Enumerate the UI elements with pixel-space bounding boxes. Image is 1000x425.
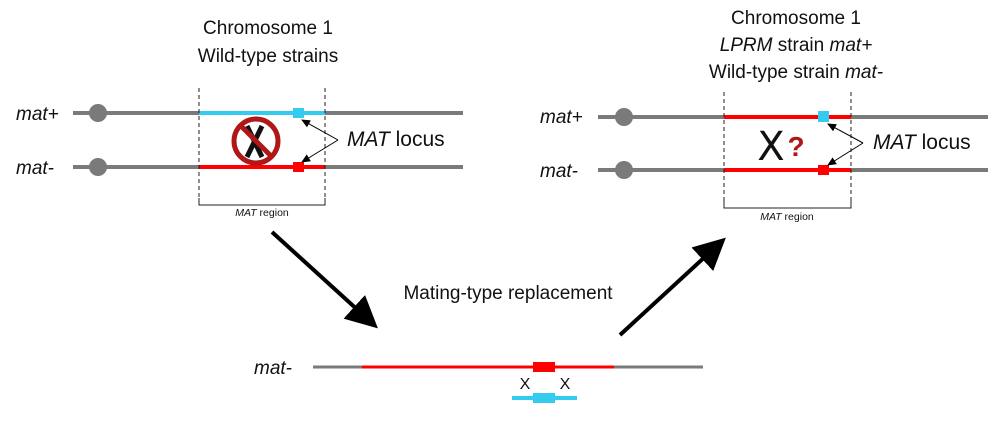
locus-pointer-arrow <box>827 123 864 144</box>
crossover-right-x: X <box>560 376 571 393</box>
mat-region-bracket <box>723 201 852 209</box>
replacement-panel: Mating-type replacement mat- X X <box>254 283 703 403</box>
right-title-line3: Wild-type strain mat- <box>709 62 883 83</box>
right-mat-region-label: MAT region <box>760 211 814 223</box>
mat-locus-mat-plus <box>818 111 829 122</box>
centromere-icon <box>89 158 107 176</box>
prohibit-slash <box>239 124 273 158</box>
mat-locus-mat-minus <box>533 362 555 372</box>
donor-fragment-mat-plus <box>512 393 577 403</box>
mat-locus-mat-minus <box>818 165 829 175</box>
left-mat-region-label: MAT region <box>235 207 289 219</box>
left-title-line1: Chromosome 1 <box>203 18 333 39</box>
right-chromosome-mat-plus <box>598 108 988 126</box>
locus-pointer-arrow <box>301 119 339 141</box>
mat-locus-mat-plus <box>533 393 555 403</box>
crossover-x-icon: X <box>757 124 784 170</box>
left-strand-label-mat-plus: mat+ <box>16 104 59 125</box>
left-panel: Chromosome 1 Wild-type strains mat+ mat-… <box>16 18 463 219</box>
centromere-icon <box>89 104 107 122</box>
bottom-chromosome-mat-minus <box>313 362 703 372</box>
prohibit-circle <box>231 116 281 166</box>
left-chromosome-mat-plus <box>73 104 463 122</box>
locus-pointer-arrow <box>301 139 339 163</box>
left-chromosome-mat-minus <box>73 158 463 176</box>
right-strand-label-mat-plus: mat+ <box>540 107 583 128</box>
locus-pointer-arrow <box>827 142 864 166</box>
right-panel: Chromosome 1 LPRM strain mat+ Wild-type … <box>540 8 988 223</box>
right-chromosome-mat-minus <box>598 161 988 179</box>
mat-region-bracket <box>198 198 326 206</box>
centromere-icon <box>615 161 633 179</box>
right-mat-locus-label: MAT locus <box>873 131 971 154</box>
prohibited-crossover-icon <box>231 116 281 166</box>
arrow-to-replacement <box>270 230 378 329</box>
crossover-left-x: X <box>520 376 531 393</box>
left-strand-label-mat-minus: mat- <box>16 158 54 179</box>
bottom-strand-label-mat-minus: mat- <box>254 358 292 379</box>
left-title-line2: Wild-type strains <box>198 46 338 67</box>
left-mat-locus-label: MAT locus <box>347 128 445 151</box>
right-title-line2: LPRM strain mat+ <box>720 35 873 56</box>
centromere-icon <box>615 108 633 126</box>
arrow-from-replacement <box>618 237 726 337</box>
right-strand-label-mat-minus: mat- <box>540 161 578 182</box>
question-mark-icon: ? <box>787 131 804 162</box>
mating-type-replacement-label: Mating-type replacement <box>403 283 613 304</box>
mat-locus-mat-plus <box>293 108 304 118</box>
right-title-line1: Chromosome 1 <box>731 8 861 29</box>
mat-locus-mat-minus <box>293 162 304 172</box>
